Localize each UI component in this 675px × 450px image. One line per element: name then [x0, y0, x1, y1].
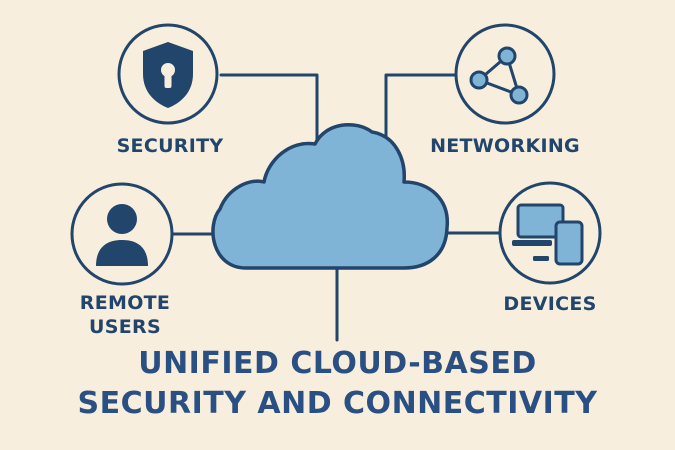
- remote-users-label-line1: REMOTE: [79, 292, 171, 314]
- cloud-icon: [211, 123, 449, 270]
- remote-users-label-line2: USERS: [89, 316, 161, 338]
- shield-lock-icon: [143, 42, 193, 108]
- devices-label: DEVICES: [503, 293, 597, 315]
- connector-networking: [384, 73, 460, 142]
- title-line-2: SECURITY AND CONNECTIVITY: [77, 386, 598, 421]
- user-icon: [96, 204, 148, 266]
- devices-node: [498, 181, 602, 285]
- laptop-phone-icon: [512, 203, 584, 266]
- title-line-1: UNIFIED CLOUD-BASED: [138, 346, 537, 381]
- security-node: [117, 23, 219, 125]
- networking-label: NETWORKING: [430, 135, 580, 157]
- networking-node: [454, 23, 556, 125]
- remote-users-label: REMOTE USERS: [55, 291, 195, 339]
- remote-users-node: [70, 182, 174, 286]
- network-nodes-icon: [469, 46, 529, 105]
- connector-security: [219, 73, 319, 142]
- security-label: SECURITY: [116, 135, 224, 157]
